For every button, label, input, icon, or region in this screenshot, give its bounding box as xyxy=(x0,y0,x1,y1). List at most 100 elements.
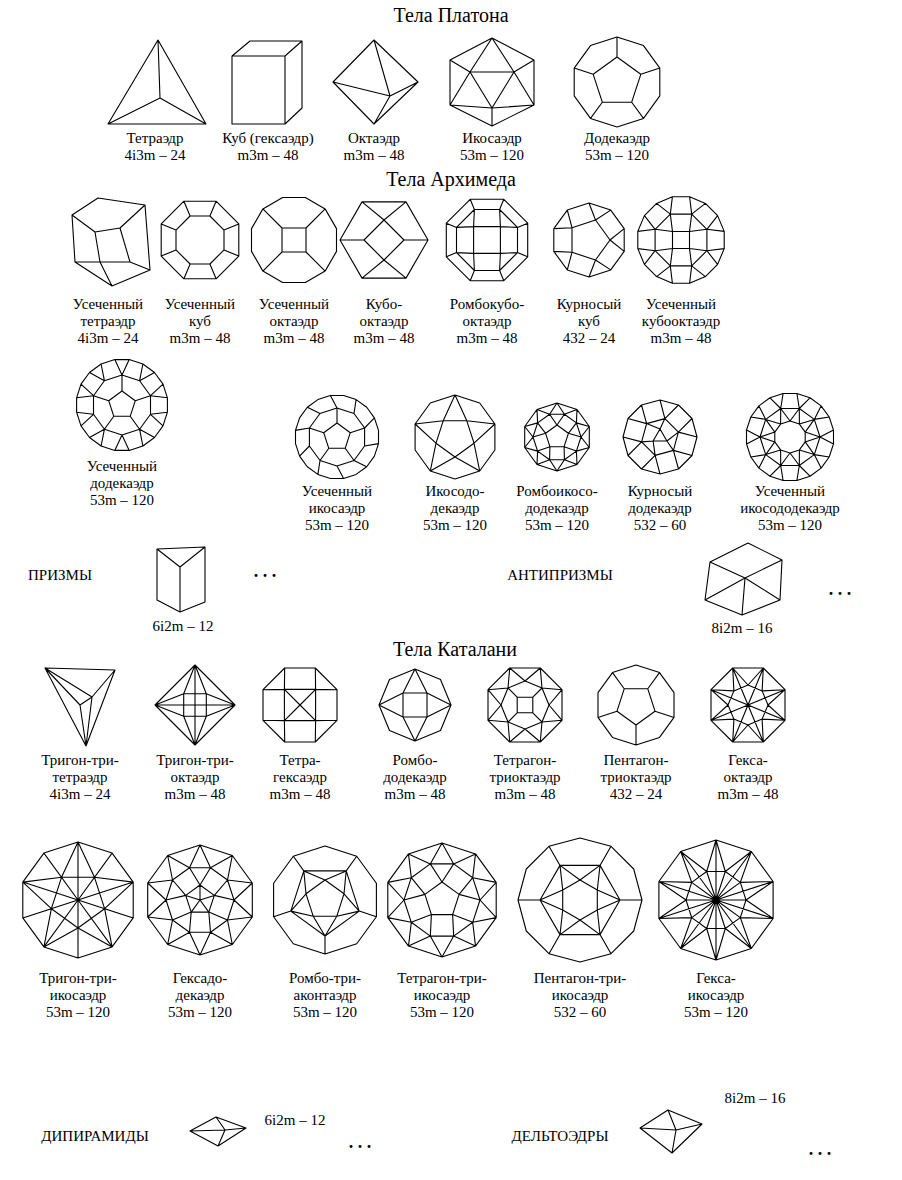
symmetry-label: m3m – 48 xyxy=(457,330,518,347)
symmetry-label: 53m – 120 xyxy=(305,517,369,534)
symmetry-label: m3m – 48 xyxy=(170,330,231,347)
triakis-tetrahedron-figure xyxy=(45,668,115,746)
polyhedron-figure xyxy=(747,394,834,481)
polyhedron-name: Тригон-три- икосаэдр xyxy=(36,970,120,1003)
symmetry-label: 8i2m – 16 xyxy=(712,620,773,637)
symmetry-label: 8i2m – 16 xyxy=(725,1090,786,1107)
polyhedra-group xyxy=(23,37,834,962)
polyhedron-name: Усеченный додекаэдр xyxy=(84,458,161,491)
polyhedron-name: Ромбокубо- октаэдр xyxy=(447,296,528,329)
polyhedron-name: Тетрагон-три- икосаэдр xyxy=(394,970,490,1003)
ellipsis: . . . xyxy=(809,1140,832,1160)
polyhedron-name: Усеченный октаэдр xyxy=(256,296,333,329)
polyhedron-figure xyxy=(554,203,624,277)
truncated-tetrahedron-figure xyxy=(72,198,150,286)
symmetry-label: 532 – 60 xyxy=(634,517,687,534)
section-heading: Тела Архимеда xyxy=(386,168,516,190)
prism-figure xyxy=(157,547,205,612)
deltohedron-figure xyxy=(640,1110,702,1153)
symmetry-label: 53m – 120 xyxy=(585,147,649,164)
symmetry-label: 53m – 120 xyxy=(684,1004,748,1021)
polyhedron-figure xyxy=(574,37,660,127)
ellipsis: . . . xyxy=(254,562,277,582)
symmetry-label: 53m – 120 xyxy=(46,1004,110,1021)
symmetry-label: 432 – 24 xyxy=(610,786,663,803)
symmetry-label: m3m – 48 xyxy=(264,330,325,347)
symmetry-label: m3m – 48 xyxy=(718,786,779,803)
section-heading: Тела Каталани xyxy=(393,638,517,660)
polyhedron-figure xyxy=(525,403,590,471)
polyhedron-figure xyxy=(388,843,496,957)
polyhedron-name: Кубо- октаэдр xyxy=(357,296,412,329)
polyhedron-name: Курносый додекаэдр xyxy=(625,483,696,516)
ellipsis: . . . xyxy=(349,1133,372,1153)
polyhedron-figure xyxy=(263,668,337,742)
family-label: АНТИПРИЗМЫ xyxy=(507,567,613,584)
symmetry-label: m3m – 48 xyxy=(385,786,446,803)
polyhedron-figure xyxy=(623,400,697,474)
symmetry-label: m3m – 48 xyxy=(165,786,226,803)
polyhedron-name: Усеченный куб xyxy=(162,296,239,329)
symmetry-label: 53m – 120 xyxy=(168,1004,232,1021)
symmetry-label: 53m – 120 xyxy=(460,147,524,164)
symmetry-label: m3m – 48 xyxy=(354,330,415,347)
symmetry-label: 4i3m – 24 xyxy=(50,786,111,803)
symmetry-label: 6i2m – 12 xyxy=(265,1112,326,1129)
symmetry-label: 4i3m – 24 xyxy=(125,147,186,164)
family-label: ДИПИРАМИДЫ xyxy=(41,1128,148,1145)
polyhedron-figure xyxy=(638,197,724,283)
polyhedron-figure xyxy=(711,668,785,742)
symmetry-label: m3m – 48 xyxy=(651,330,712,347)
symmetry-label: 6i2m – 12 xyxy=(153,618,214,635)
polyhedron-name: Пентагон-три- икосаэдр xyxy=(531,970,630,1003)
polyhedron-name: Куб (гексаэдр) xyxy=(222,130,313,147)
polyhedron-name: Ромбо- додекаэдр xyxy=(380,752,450,785)
polyhedron-figure xyxy=(77,360,168,451)
polyhedron-name: Додекаэдр xyxy=(581,130,654,147)
polyhedron-figure xyxy=(155,665,235,745)
polyhedron-figure xyxy=(379,669,451,741)
ellipsis: . . . xyxy=(829,580,852,600)
symmetry-label: m3m – 48 xyxy=(495,786,556,803)
polyhedron-figure xyxy=(340,202,428,278)
polyhedron-name: Тригон-три- октаэдр xyxy=(153,752,237,785)
polyhedron-figure xyxy=(598,665,674,745)
polyhedron-name: Тетраэдр xyxy=(124,130,187,147)
symmetry-label: m3m – 48 xyxy=(344,147,405,164)
polyhedron-name: Ромбоикосо- додекаэдр xyxy=(513,483,601,516)
polyhedron-name: Тетра- гексаэдр xyxy=(270,752,330,785)
section-heading: Тела Платона xyxy=(393,4,508,26)
cube-figure xyxy=(232,41,302,124)
polyhedron-name: Тетрагон- триоктаэдр xyxy=(486,752,564,785)
polyhedron-figure xyxy=(23,842,133,958)
polyhedron-figure xyxy=(274,846,377,954)
symmetry-label: 53m – 120 xyxy=(423,517,487,534)
polyhedron-name: Икосаэдр xyxy=(459,130,525,147)
polyhedron-figure xyxy=(518,838,642,962)
polyhedron-name: Курносый куб xyxy=(554,296,625,329)
polyhedron-name: Гекса- икосаэдр xyxy=(685,970,748,1003)
polyhedron-figure xyxy=(296,396,379,479)
symmetry-label: 532 – 60 xyxy=(554,1004,607,1021)
polyhedron-name: Октаэдр xyxy=(345,130,404,147)
octahedron-figure xyxy=(333,40,418,124)
polyhedron-figure xyxy=(148,845,253,955)
polyhedron-name: Усеченный тетраэдр xyxy=(70,296,147,329)
polyhedron-figure xyxy=(415,395,495,479)
polyhedron-figure xyxy=(446,199,527,280)
symmetry-label: 53m – 120 xyxy=(525,517,589,534)
polyhedron-name: Усеченный икосаэдр xyxy=(299,483,376,516)
polyhedron-name: Икосодо- декаэдр xyxy=(422,483,488,516)
symmetry-label: 432 – 24 xyxy=(563,330,616,347)
polyhedron-name: Гексадо- декаэдр xyxy=(170,970,231,1003)
polyhedron-name: Усеченный кубооктаэдр xyxy=(639,296,724,329)
polyhedron-name: Усеченный икосододекаэдр xyxy=(737,483,843,516)
icosahedron-figure xyxy=(450,38,534,126)
polyhedron-figure xyxy=(161,201,239,279)
polyhedron-figure xyxy=(659,840,773,960)
symmetry-label: 53m – 120 xyxy=(90,492,154,509)
polyhedron-name: Гекса- октаэдр xyxy=(721,752,776,785)
tetrahedron-figure xyxy=(108,40,206,124)
polyhedron-name: Ромбо-три- аконтаэдр xyxy=(286,970,365,1003)
